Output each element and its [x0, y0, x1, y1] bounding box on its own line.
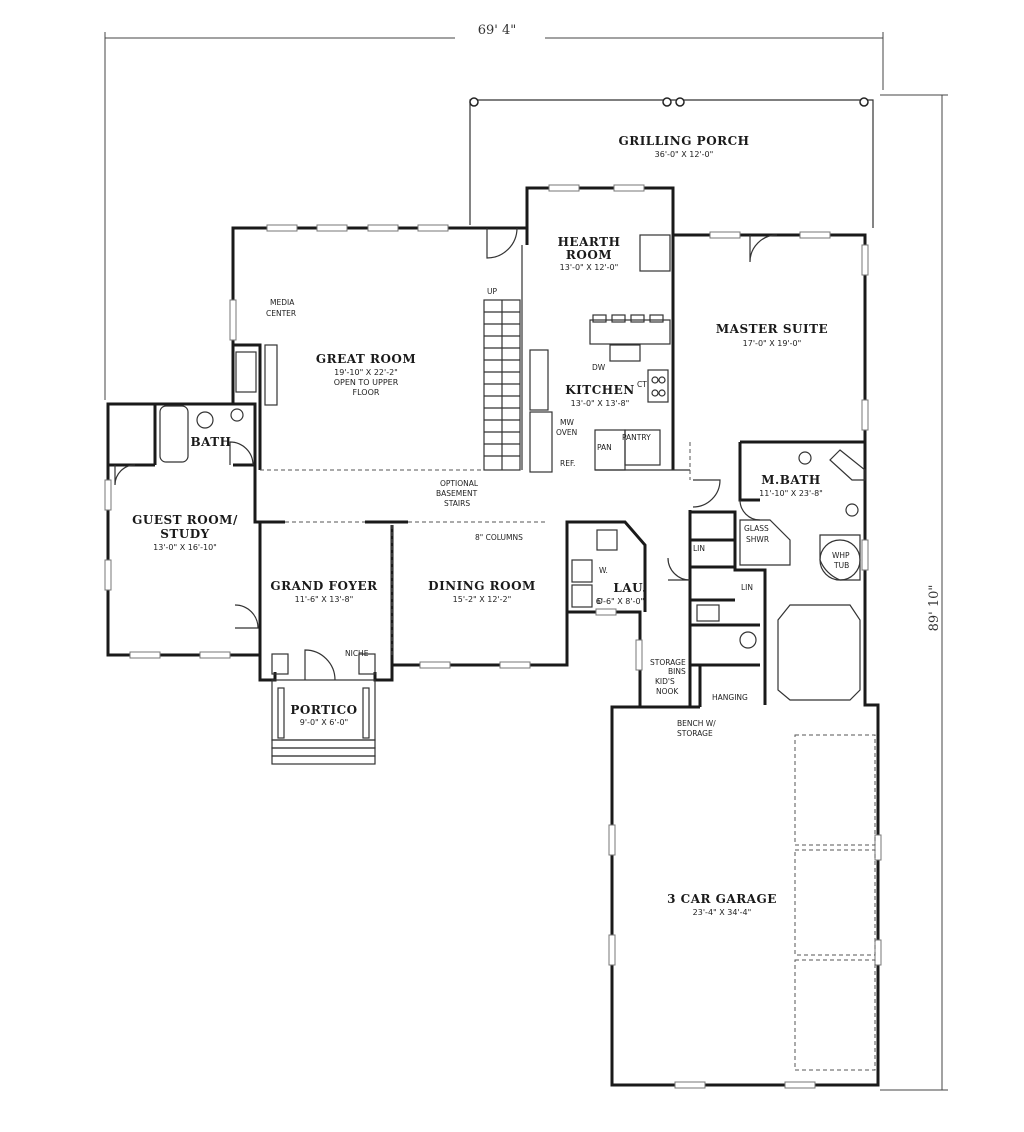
grilling-porch-dims: 36'-0" X 12'-0"	[655, 150, 714, 159]
interior-walls	[108, 228, 865, 707]
guest-room-name: GUEST ROOM/	[132, 513, 238, 527]
portico-name: PORTICO	[290, 703, 357, 717]
master-suite-name: MASTER SUITE	[716, 322, 828, 336]
optional-stairs-label: OPTIONAL	[440, 479, 479, 488]
mw-label: MW	[560, 418, 574, 427]
whp-tub-label: WHP	[832, 551, 850, 560]
garage-dims: 23'-4" X 34'-4"	[693, 908, 752, 917]
stairs	[483, 299, 521, 471]
guest-room-dims: 13'-0" X 16'-10"	[153, 543, 217, 552]
great-room-note-1: OPEN TO UPPER	[334, 378, 399, 387]
glass-shower-label: GLASS	[744, 524, 769, 533]
linen-label-2: LIN	[741, 583, 753, 592]
great-room-dims: 19'-10" X 22'-2"	[334, 368, 398, 377]
storage-bins-label: STORAGE	[650, 658, 686, 667]
dw-label: DW	[592, 363, 606, 372]
depth-dimension: 89' 10"	[880, 94, 948, 1091]
bath-name: BATH	[190, 435, 231, 449]
dining-room-dims: 15'-2" X 12'-2"	[453, 595, 512, 604]
hearth-room-dims: 13'-0" X 12'-0"	[560, 263, 619, 272]
m-bath-dims: 11'-10" X 23'-8"	[759, 489, 823, 498]
width-label: 69' 4"	[478, 23, 517, 38]
fixtures	[159, 344, 866, 701]
niche-label: NICHE	[345, 649, 369, 658]
dryer-label: D	[597, 597, 603, 606]
optional-stairs-label-2: BASEMENT	[436, 489, 478, 498]
kitchen-dims: 13'-0" X 13'-8"	[571, 399, 630, 408]
great-room-note-2: FLOOR	[353, 388, 380, 397]
whp-tub-label-2: TUB	[833, 561, 849, 570]
ref-label: REF.	[560, 459, 575, 468]
hearth-room-name-2: ROOM	[566, 248, 612, 262]
optional-stairs-label-3: STAIRS	[444, 499, 470, 508]
glass-shower-label-2: SHWR	[746, 535, 769, 544]
laundry-name: LAU.	[613, 581, 646, 595]
garage-bays	[794, 734, 876, 1071]
bench-label-2: STORAGE	[677, 729, 713, 738]
width-dimension: 69' 4"	[104, 20, 884, 400]
room-labels: GRILLING PORCH 36'-0" X 12'-0" HEARTH RO…	[132, 134, 828, 917]
pantry-label: PANTRY	[622, 433, 651, 442]
hanging-label: HANGING	[712, 693, 748, 702]
grand-foyer-name: GRAND FOYER	[270, 579, 378, 593]
up-label: UP	[487, 287, 497, 296]
fixture-labels: MEDIA CENTER UP DW CT MW OVEN PANTRY PAN…	[266, 287, 850, 738]
grand-foyer-dims: 11'-6" X 13'-8"	[295, 595, 354, 604]
kids-nook-label: KID'S	[655, 677, 675, 686]
portico-dims: 9'-0" X 6'-0"	[300, 718, 348, 727]
pan-label: PAN	[597, 443, 612, 452]
oven-label: OVEN	[556, 428, 577, 437]
dining-room-name: DINING ROOM	[428, 579, 536, 593]
great-room-name: GREAT ROOM	[316, 352, 416, 366]
washer-label: W.	[599, 566, 608, 575]
linen-label: LIN	[693, 544, 705, 553]
windows	[104, 184, 882, 1089]
ct-label: CT	[637, 380, 647, 389]
columns-label: 8" COLUMNS	[475, 533, 523, 542]
laundry-dims: 6'-6" X 8'-0"	[596, 597, 644, 606]
m-bath-name: M.BATH	[761, 473, 821, 487]
doors	[114, 227, 778, 681]
kids-nook-label-2: NOOK	[656, 687, 679, 696]
garage-name: 3 CAR GARAGE	[667, 892, 777, 906]
grilling-porch-name: GRILLING PORCH	[618, 134, 749, 148]
media-center-label-2: CENTER	[266, 309, 296, 318]
media-center-label: MEDIA	[270, 298, 295, 307]
kitchen-counters	[529, 234, 671, 473]
master-suite-dims: 17'-0" X 19'-0"	[743, 339, 802, 348]
kitchen-name: KITCHEN	[565, 383, 634, 397]
guest-room-name-2: STUDY	[160, 527, 210, 541]
hearth-room-name: HEARTH	[558, 235, 621, 249]
storage-bins-label-2: BINS	[668, 667, 686, 676]
bench-label: BENCH W/	[677, 719, 716, 728]
portico-steps	[271, 679, 376, 765]
grilling-porch	[469, 97, 874, 228]
depth-label: 89' 10"	[927, 585, 942, 632]
